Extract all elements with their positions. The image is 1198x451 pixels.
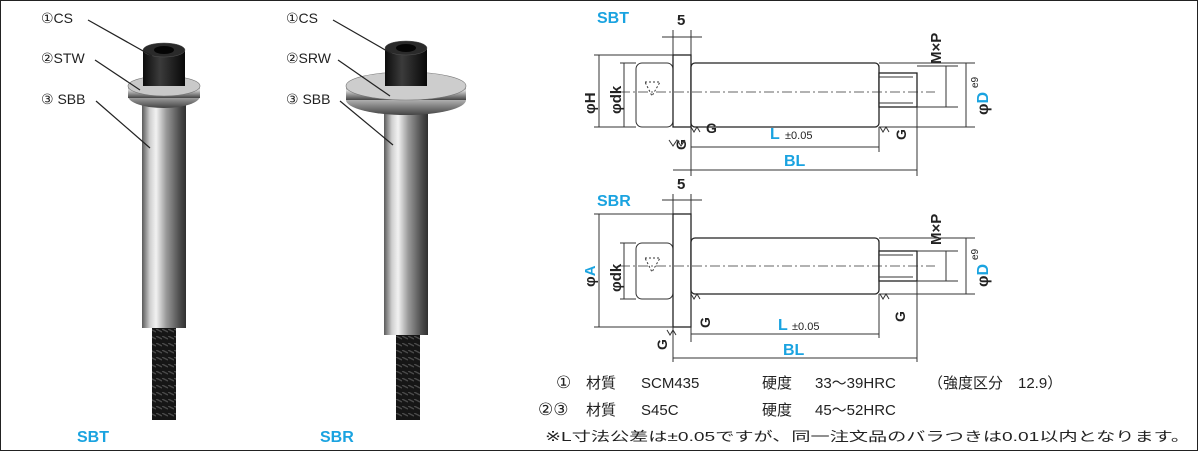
sbr-dim-phiD-tol: e9 xyxy=(970,248,981,260)
spec-row2-num: ②③ xyxy=(538,400,568,419)
sbt-photo-label: SBT xyxy=(77,429,109,446)
sbr-dim-phiA-letter: A xyxy=(582,265,599,276)
spec-row2-hardness-label: 硬度 xyxy=(762,402,792,419)
sbr-dim-L-tol: ±0.05 xyxy=(792,321,819,333)
sbr-width-5: 5 xyxy=(677,176,685,193)
sbr-thread xyxy=(396,328,420,420)
spec-row1-hardness: 33～39HRC xyxy=(815,375,896,392)
drawing-sbr: SBR 5 φA φdk M×P φD e xyxy=(582,176,992,362)
sbt-callout-1: ①CS xyxy=(41,10,73,26)
spec-row2-material-label: 材質 xyxy=(586,401,616,419)
spec-row2-hardness: 45～52HRC xyxy=(815,402,896,419)
sbt-dim-phiH: φH xyxy=(582,92,599,114)
sbt-shaft xyxy=(142,104,186,328)
sbt-drawing-title: SBT xyxy=(597,10,629,27)
sbr-drawing-title: SBR xyxy=(597,193,631,210)
sbr-g-mid: G xyxy=(697,317,713,328)
sbr-head-outline xyxy=(635,242,674,300)
sbr-callout-line-2 xyxy=(337,59,391,97)
sbt-dim-phiD: φD xyxy=(975,92,992,115)
sbt-callout-line-3 xyxy=(95,100,151,149)
sbr-callout-line-1 xyxy=(332,19,395,56)
spec-table: ① 材質 SCM435 硬度 33～39HRC （強度区分 12.9） ②③ 材… xyxy=(538,373,1190,444)
spec-row1-material: SCM435 xyxy=(641,375,699,392)
sbt-shaft-outline xyxy=(690,62,880,128)
sbt-dim-L-tol: ±0.05 xyxy=(785,130,812,142)
sbr-dim-phidk: φdk xyxy=(608,263,625,292)
spec-row2-material: S45C xyxy=(641,402,679,419)
sbt-thread xyxy=(152,325,176,420)
sbr-g-right: G xyxy=(892,311,908,322)
sbr-dim-phiD-letter: D xyxy=(975,264,992,276)
sbt-dim-BL: BL xyxy=(784,153,806,170)
sbr-callout-line-3 xyxy=(339,100,394,146)
tolerance-note: ※L寸法公差は±0.05ですが、同一注文品のバラつきは0.01以内となります。 xyxy=(545,429,1190,444)
sbr-callout-1: ①CS xyxy=(286,10,318,26)
sbt-washer-section xyxy=(672,54,692,128)
spec-row1-strength: （強度区分 12.9） xyxy=(928,375,1062,392)
sbt-callout-3: ③ SBB xyxy=(41,91,85,107)
sbt-dim-mxp: M×P xyxy=(928,33,945,64)
photo-sbt: ①CS ②STW ③ SBB SBT xyxy=(41,10,201,446)
sbr-g-left: G xyxy=(654,339,670,350)
sbr-callout-3: ③ SBB xyxy=(286,91,330,107)
sbr-dim-mxp: M×P xyxy=(928,214,945,245)
sbr-flange-section xyxy=(672,213,692,328)
drawing-sbt: SBT 5 φH φdk M×P φD e xyxy=(582,10,992,176)
photo-sbr: ①CS ②SRW ③ SBB SBR xyxy=(286,10,467,446)
sbt-dim-L: L xyxy=(770,126,780,143)
sbt-callout-2: ②STW xyxy=(41,50,85,66)
spec-row1-material-label: 材質 xyxy=(586,374,616,392)
sbr-dim-BL: BL xyxy=(783,342,805,359)
sbt-callout-line-2 xyxy=(94,59,141,91)
sbr-dim-phiD: φD xyxy=(975,264,992,287)
sbr-dim-L: L xyxy=(778,317,788,334)
sbt-dim-phiD-tol: e9 xyxy=(970,76,981,88)
sbt-thread-outline xyxy=(878,72,918,108)
sbt-g-mid: G xyxy=(706,120,717,136)
sbt-dim-phiD-letter: D xyxy=(975,92,992,104)
sbt-head-outline xyxy=(635,62,674,128)
sbr-dim-phiA: φA xyxy=(582,265,599,287)
sbr-shaft xyxy=(384,105,428,335)
sbr-photo-label: SBR xyxy=(320,429,354,446)
spec-row1-hardness-label: 硬度 xyxy=(762,375,792,392)
sbr-callout-2: ②SRW xyxy=(286,50,332,66)
sbt-g-right: G xyxy=(893,129,909,140)
sbt-width-5: 5 xyxy=(677,12,685,29)
spec-row1-num: ① xyxy=(556,373,571,392)
sbt-dim-phidk: φdk xyxy=(608,85,625,114)
sbt-callout-line-1 xyxy=(87,19,153,57)
sbt-g-left: G xyxy=(673,139,689,150)
